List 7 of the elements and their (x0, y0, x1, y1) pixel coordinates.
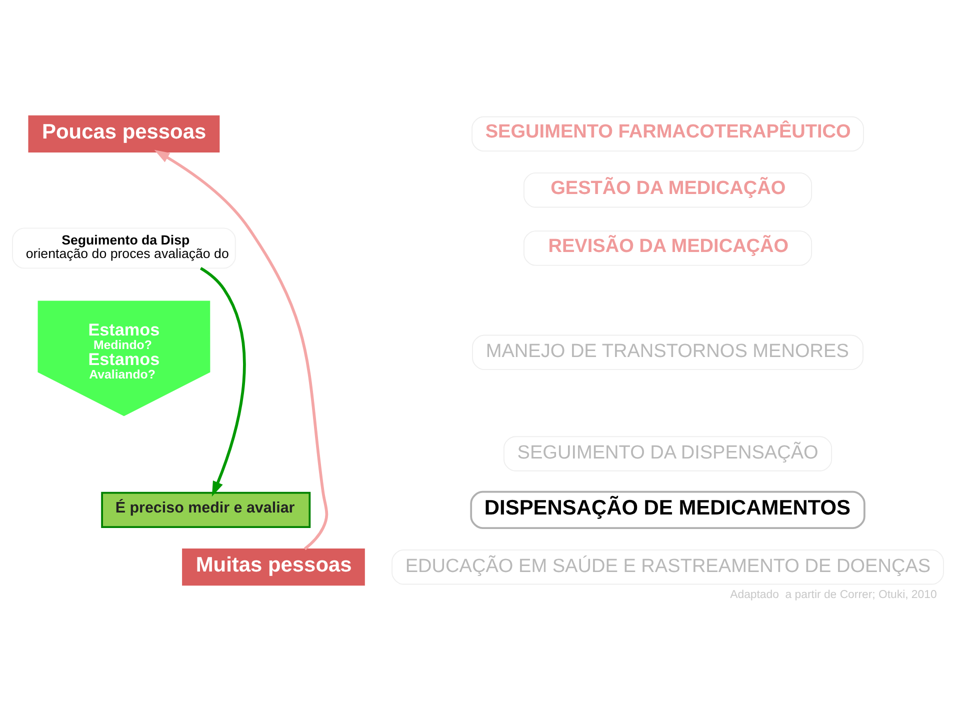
node-box: Seguimento da Disp orientação do proces avaliação do (12, 227, 236, 268)
node-box: Poucas pessoas (28, 114, 220, 152)
node-box: DISPENSAÇÃO DE MEDICAMENTOS (470, 490, 866, 528)
arrow (200, 266, 246, 496)
node-box: É preciso medir e avaliar (101, 491, 311, 528)
arrow (154, 149, 328, 550)
node-box: Muitas pessoas (182, 548, 365, 586)
